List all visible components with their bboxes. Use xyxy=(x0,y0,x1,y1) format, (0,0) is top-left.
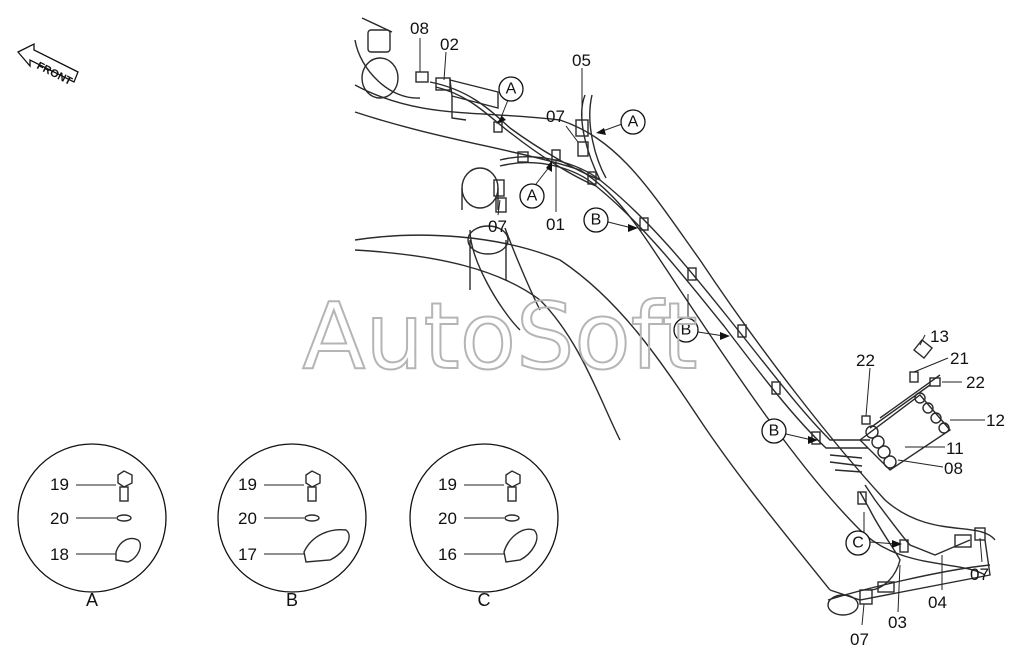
detail-a-title: A xyxy=(86,590,98,610)
detail-c: 19 20 16 C xyxy=(409,443,559,610)
bubble-b2: B xyxy=(673,294,730,343)
bottom-fittings xyxy=(859,527,986,605)
callout-02: 02 xyxy=(440,35,459,54)
callout-07-bottom: 07 xyxy=(850,630,869,649)
callout-01: 01 xyxy=(546,215,565,234)
boom-outline xyxy=(354,84,996,616)
svg-text:A: A xyxy=(506,81,517,98)
bubble-c1: C xyxy=(845,512,902,556)
detail-a-clamp-num: 18 xyxy=(50,545,69,564)
detail-c-clamp-num: 16 xyxy=(438,545,457,564)
callout-12: 12 xyxy=(986,411,1005,430)
callout-03: 03 xyxy=(888,613,907,632)
svg-text:B: B xyxy=(591,212,602,229)
callout-07-right: 07 xyxy=(970,565,989,584)
boom-foot-pin xyxy=(354,17,499,121)
callout-22-right: 22 xyxy=(966,373,985,392)
hose-clamps xyxy=(493,121,909,553)
bubble-a2: A xyxy=(596,109,646,135)
reference-bubbles: A A A B B xyxy=(496,76,902,556)
bubble-b1: B xyxy=(583,207,638,233)
svg-text:B: B xyxy=(769,423,780,440)
callout-21: 21 xyxy=(950,349,969,368)
bubble-a1: A xyxy=(496,76,524,124)
callout-13: 13 xyxy=(930,327,949,346)
bubble-a3: A xyxy=(519,160,552,209)
detail-c-title: C xyxy=(478,590,491,610)
detail-a-washer-num: 20 xyxy=(50,509,69,528)
detail-b-washer-num: 20 xyxy=(238,509,257,528)
detail-b-clamp-num: 17 xyxy=(238,545,257,564)
svg-text:C: C xyxy=(852,535,864,552)
watermark-text: AutoSoft xyxy=(302,283,697,390)
detail-a-bolt-num: 19 xyxy=(50,475,69,494)
front-arrow-icon: FRONT xyxy=(16,42,79,88)
callout-07-a: 07 xyxy=(546,107,565,126)
detail-b: 19 20 17 B xyxy=(217,443,367,610)
detail-c-bolt-num: 19 xyxy=(438,475,457,494)
callout-11: 11 xyxy=(946,439,964,458)
callout-07-b: 07 xyxy=(488,217,507,236)
hydraulic-hoses xyxy=(429,81,971,591)
detail-a: 19 20 18 A xyxy=(17,443,167,610)
callout-04: 04 xyxy=(928,593,947,612)
callout-22-left: 22 xyxy=(856,351,875,370)
svg-text:A: A xyxy=(628,114,639,131)
svg-text:A: A xyxy=(527,188,538,205)
valve-block xyxy=(858,339,952,471)
boom-cylinder xyxy=(461,167,541,331)
detail-b-title: B xyxy=(286,590,298,610)
detail-b-bolt-num: 19 xyxy=(238,475,257,494)
callout-numbers: 08 02 05 07 07 01 13 21 22 22 12 11 08 0… xyxy=(410,19,1005,649)
fittings xyxy=(415,71,589,213)
detail-c-washer-num: 20 xyxy=(438,509,457,528)
callout-08-top: 08 xyxy=(410,19,429,38)
leader-lines xyxy=(419,38,985,626)
callout-08-right: 08 xyxy=(944,459,963,478)
svg-text:B: B xyxy=(681,322,692,339)
bubble-b3: B xyxy=(761,418,818,444)
callout-05: 05 xyxy=(572,51,591,70)
